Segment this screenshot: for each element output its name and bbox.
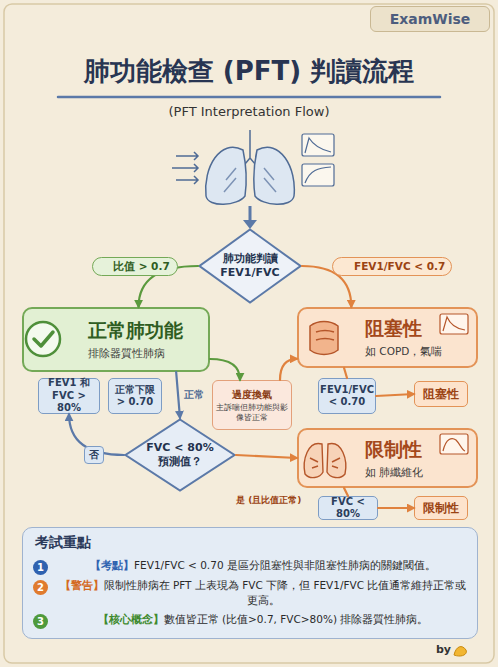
condition-tag: 比值 > 0.7 bbox=[92, 257, 178, 276]
signature-hand-icon bbox=[454, 647, 466, 656]
criterion-text: FEV1 和 FVC > 80% bbox=[42, 377, 96, 415]
key-point-tag: 【核心概念】 bbox=[98, 613, 164, 625]
flow-arrow bbox=[280, 359, 297, 380]
criterion-box: FVC < 80% bbox=[318, 496, 378, 520]
callout-number-text: 2 bbox=[37, 582, 44, 593]
decision-diamond: 肺功能判讀FEV1/FVC bbox=[198, 228, 302, 304]
subtitle-text: (PFT Interpretation Flow) bbox=[0, 104, 498, 119]
key-point-text: 數值皆正常 (比值>0.7, FVC>80%) 排除器質性肺病。 bbox=[164, 613, 429, 625]
decision-metric: FEV1/FVC bbox=[220, 266, 279, 280]
result-example: 如 COPD，氣喘 bbox=[365, 345, 442, 359]
callout-number-text: 3 bbox=[37, 616, 44, 627]
restrictive-result-box: 限制性如 肺纖維化 bbox=[297, 428, 478, 488]
key-point-row: 【警告】限制性肺病在 PFT 上表現為 FVC 下降，但 FEV1/FVC 比值… bbox=[55, 578, 471, 608]
callout-number: 1 bbox=[33, 560, 48, 575]
key-points-panel: 考試重點【考點】FEV1/FVC < 0.70 是區分阻塞性與非阻塞性肺病的關鍵… bbox=[22, 527, 478, 639]
key-point-text: FEV1/FVC < 0.70 是區分阻塞性與非阻塞性肺病的關鍵閾值。 bbox=[134, 559, 436, 571]
edge-label: 是 (且比值正常) bbox=[236, 494, 316, 508]
paper-border bbox=[4, 4, 494, 663]
lung-illustration bbox=[206, 130, 295, 204]
callout-number: 3 bbox=[33, 614, 48, 629]
callout-number: 2 bbox=[33, 580, 48, 595]
condition-note: 主訴喘但肺功能與影像皆正常 bbox=[216, 403, 288, 422]
normal-result-box: 正常肺功能排除器質性肺病 bbox=[22, 307, 210, 372]
decision-title: 肺功能判讀 bbox=[223, 252, 278, 266]
condition-heading: 過度換氣 bbox=[232, 388, 272, 402]
key-point-row: 【核心概念】數值皆正常 (比值>0.7, FVC>80%) 排除器質性肺病。 bbox=[55, 612, 471, 627]
criterion-box: FEV1/FVC < 0.70 bbox=[318, 378, 376, 414]
criterion-text: FVC < 80% bbox=[322, 496, 374, 521]
criterion-box: 正常下限 > 0.70 bbox=[108, 378, 162, 414]
outcome-text: 阻塞性 bbox=[423, 386, 459, 403]
key-point-row: 【考點】FEV1/FVC < 0.70 是區分阻塞性與非阻塞性肺病的關鍵閾值。 bbox=[55, 558, 471, 573]
flow-arrow bbox=[344, 488, 348, 496]
result-heading: 阻塞性 bbox=[365, 316, 422, 342]
outcome-box: 限制性 bbox=[414, 496, 468, 520]
decision-diamond: FVC < 80%預測值？ bbox=[124, 418, 236, 492]
key-point-tag: 【警告】 bbox=[60, 579, 104, 591]
obstructive-result-box: 阻塞性如 COPD，氣喘 bbox=[297, 307, 478, 368]
key-point-tag: 【考點】 bbox=[90, 559, 134, 571]
inhale-arrows bbox=[172, 152, 198, 184]
key-point-text: 限制性肺病在 PFT 上表現為 FVC 下降，但 FEV1/FVC 比值通常維持… bbox=[104, 579, 467, 606]
flow-arrow bbox=[344, 368, 347, 378]
criterion-text: FEV1/FVC < 0.70 bbox=[320, 384, 374, 409]
brand-name: ExamWise bbox=[390, 11, 471, 27]
edge-label: 否 bbox=[84, 446, 104, 464]
decision-question: 預測值？ bbox=[158, 455, 202, 469]
criterion-text: 正常下限 > 0.70 bbox=[112, 384, 158, 409]
flow-arrow bbox=[236, 455, 297, 458]
flow-arrow bbox=[210, 359, 240, 380]
decision-title: FVC < 80% bbox=[146, 441, 213, 455]
criterion-box: FEV1 和 FVC > 80% bbox=[38, 378, 100, 414]
callout-number-text: 1 bbox=[37, 562, 44, 573]
hyperventilation-box: 過度換氣主訴喘但肺功能與影像皆正常 bbox=[212, 380, 292, 430]
result-heading: 限制性 bbox=[365, 437, 422, 463]
flow-arrow bbox=[176, 372, 180, 418]
brand-badge: ExamWise bbox=[370, 6, 490, 32]
result-example: 如 肺纖維化 bbox=[365, 466, 423, 480]
title-text: 肺功能檢查 (PFT) 判讀流程 bbox=[0, 54, 498, 89]
edge-label: 正常 bbox=[184, 388, 214, 402]
outcome-text: 限制性 bbox=[423, 500, 459, 517]
title-underline bbox=[58, 96, 440, 99]
flow-start-arrow bbox=[243, 206, 257, 229]
panel-heading: 考試重點 bbox=[35, 534, 91, 552]
condition-tag: FEV1/FVC < 0.7 bbox=[332, 257, 452, 276]
flow-arrow bbox=[378, 507, 414, 509]
result-heading: 正常肺功能 bbox=[88, 318, 183, 344]
result-note: 排除器質性肺病 bbox=[88, 347, 165, 361]
flow-arrow bbox=[376, 394, 414, 396]
spirometry-graph-icons bbox=[302, 134, 334, 186]
author-signature: by bbox=[436, 643, 451, 656]
outcome-box: 阻塞性 bbox=[414, 381, 468, 407]
